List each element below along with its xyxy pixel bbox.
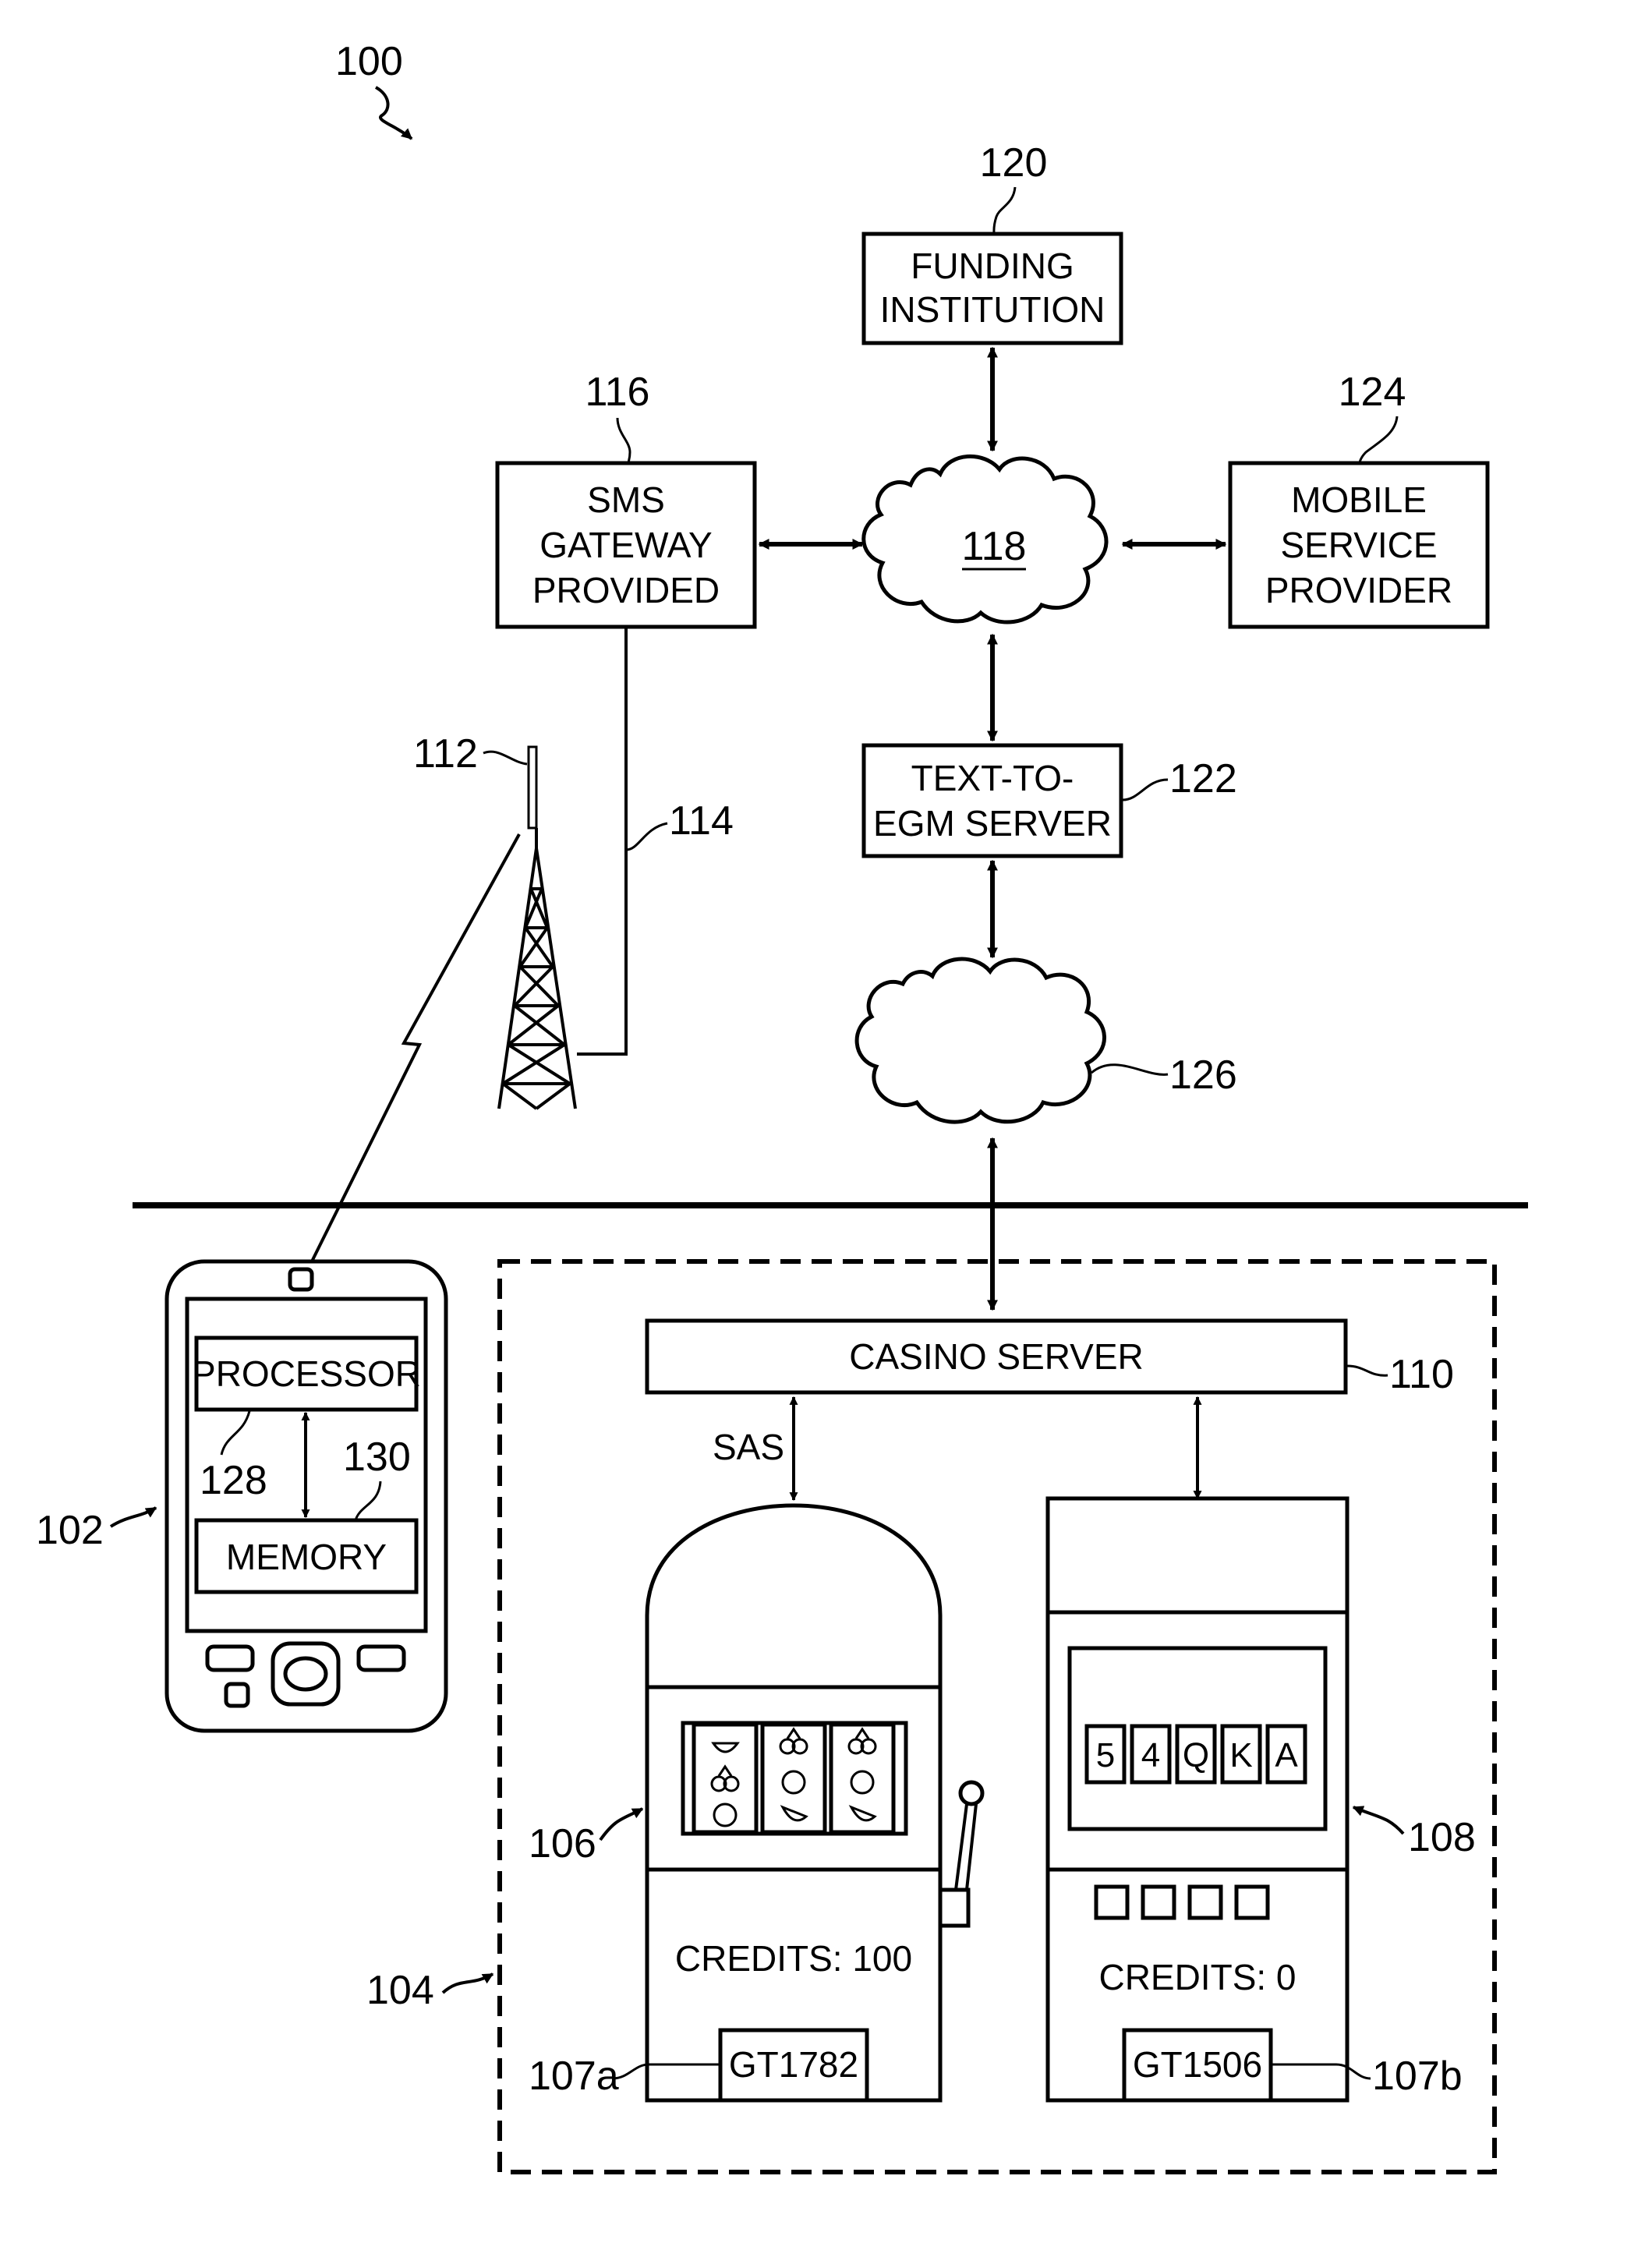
poker-button	[1236, 1887, 1268, 1918]
poker-button	[1096, 1887, 1127, 1918]
mobile-provider-ref: 124	[1339, 370, 1406, 415]
mobile-left-key	[207, 1647, 253, 1670]
poker-machine-ref: 108	[1408, 1815, 1476, 1860]
slot-machine: CREDITS: 100 GT1782 106 107a	[529, 1505, 982, 2100]
text-to-egm-ref-leader	[1123, 780, 1168, 800]
casino-server-node: CASINO SERVER 110 SAS	[647, 1321, 1454, 1500]
tower-ref-leader	[483, 752, 527, 764]
network-126-ref-leader	[1091, 1065, 1168, 1075]
mobile-right-key	[359, 1647, 404, 1670]
poker-id: GT1506	[1133, 2044, 1262, 2085]
casino-server-label: CASINO SERVER	[849, 1336, 1143, 1377]
casino-ref-arrow	[443, 1974, 493, 1993]
cell-tower: 112	[413, 731, 575, 1109]
funding-institution-node: FUNDING INSTITUTION 120	[864, 140, 1121, 343]
network-118-ref: 118	[962, 524, 1027, 569]
slot-id: GT1782	[729, 2044, 858, 2085]
funding-ref: 120	[980, 140, 1048, 186]
mobile-service-provider-node: MOBILE SERVICE PROVIDER 124	[1230, 370, 1488, 627]
network-126-cloud	[857, 959, 1104, 1122]
text-to-egm-line-1: TEXT-TO-	[911, 758, 1074, 798]
mobile-device-ref: 102	[36, 1508, 104, 1553]
mobile-provider-line-3: PROVIDER	[1265, 570, 1452, 610]
network-126-ref: 126	[1169, 1053, 1237, 1098]
tower-antenna	[529, 747, 536, 828]
sms-ref: 116	[585, 370, 650, 415]
poker-id-ref: 107b	[1372, 2054, 1463, 2099]
slot-lever-arm	[956, 1804, 976, 1890]
sas-label: SAS	[713, 1427, 784, 1467]
slot-top-cabinet	[647, 1505, 940, 1687]
sms-line-2: GATEWAY	[539, 525, 713, 565]
sms-tower-line	[577, 627, 626, 1054]
processor-label: PROCESSOR	[192, 1353, 421, 1394]
mobile-provider-line-2: SERVICE	[1280, 525, 1437, 565]
poker-card-label: Q	[1183, 1736, 1209, 1774]
poker-card-label: 4	[1141, 1736, 1160, 1774]
slot-lever-knob	[960, 1782, 982, 1804]
network-118: 118	[864, 456, 1106, 622]
tower-lattice	[499, 848, 575, 1109]
figure-ref-label: 100	[335, 39, 403, 84]
slot-lever-base	[940, 1890, 968, 1926]
casino-server-ref-leader	[1347, 1366, 1388, 1375]
slot-id-ref: 107a	[529, 2054, 619, 2099]
figure-ref-100: 100	[335, 39, 412, 139]
mobile-provider-line-1: MOBILE	[1291, 479, 1427, 520]
text-to-egm-ref: 122	[1169, 756, 1237, 801]
slot-reel-3	[831, 1725, 893, 1832]
processor-ref: 128	[200, 1458, 267, 1503]
text-to-egm-line-2: EGM SERVER	[873, 803, 1112, 844]
poker-machine-ref-arrow	[1353, 1807, 1403, 1834]
sms-tower-link-leader	[626, 823, 667, 850]
sms-line-1: SMS	[587, 479, 665, 520]
funding-line-2: INSTITUTION	[880, 289, 1105, 330]
slot-credits: CREDITS: 100	[675, 1938, 912, 1979]
mobile-small-key	[226, 1684, 248, 1706]
mobile-device-ref-arrow	[111, 1508, 156, 1527]
funding-line-1: FUNDING	[911, 246, 1074, 286]
casino-server-ref: 110	[1389, 1352, 1454, 1397]
memory-ref: 130	[343, 1435, 411, 1480]
casino-ref: 104	[366, 1968, 434, 2013]
slot-machine-ref: 106	[529, 1821, 596, 1866]
poker-card-label: 5	[1096, 1736, 1115, 1774]
network-126: 126	[857, 959, 1237, 1122]
poker-button	[1143, 1887, 1174, 1918]
poker-top-cabinet	[1048, 1498, 1347, 1612]
memory-label: MEMORY	[226, 1537, 387, 1577]
poker-card-label: A	[1275, 1736, 1298, 1774]
slot-reel-2	[762, 1725, 825, 1832]
mobile-center-key-inner	[285, 1658, 326, 1689]
sms-ref-leader	[617, 418, 630, 463]
slot-reel-1	[694, 1725, 756, 1832]
sms-gateway-node: SMS GATEWAY PROVIDED 116	[497, 370, 755, 627]
wireless-link	[312, 834, 519, 1261]
figure-ref-arrow	[376, 87, 412, 139]
poker-credits: CREDITS: 0	[1098, 1957, 1296, 1997]
funding-ref-leader	[994, 187, 1015, 234]
sms-tower-link-ref: 114	[669, 798, 734, 844]
poker-machine: 5 4 Q K A CREDITS: 0 GT1506 108 107b	[1048, 1498, 1476, 2100]
text-to-egm-server-node: TEXT-TO- EGM SERVER 122	[864, 745, 1237, 856]
tower-ref: 112	[413, 731, 478, 777]
poker-card-label: K	[1229, 1736, 1252, 1774]
sms-tower-link: 114	[577, 627, 734, 1054]
mobile-camera	[290, 1269, 312, 1290]
slot-machine-ref-arrow	[600, 1809, 642, 1840]
mobile-provider-ref-leader	[1360, 416, 1397, 463]
poker-button	[1190, 1887, 1221, 1918]
sms-line-3: PROVIDED	[532, 570, 720, 610]
mobile-device: PROCESSOR MEMORY 128 130 102	[36, 1261, 446, 1731]
